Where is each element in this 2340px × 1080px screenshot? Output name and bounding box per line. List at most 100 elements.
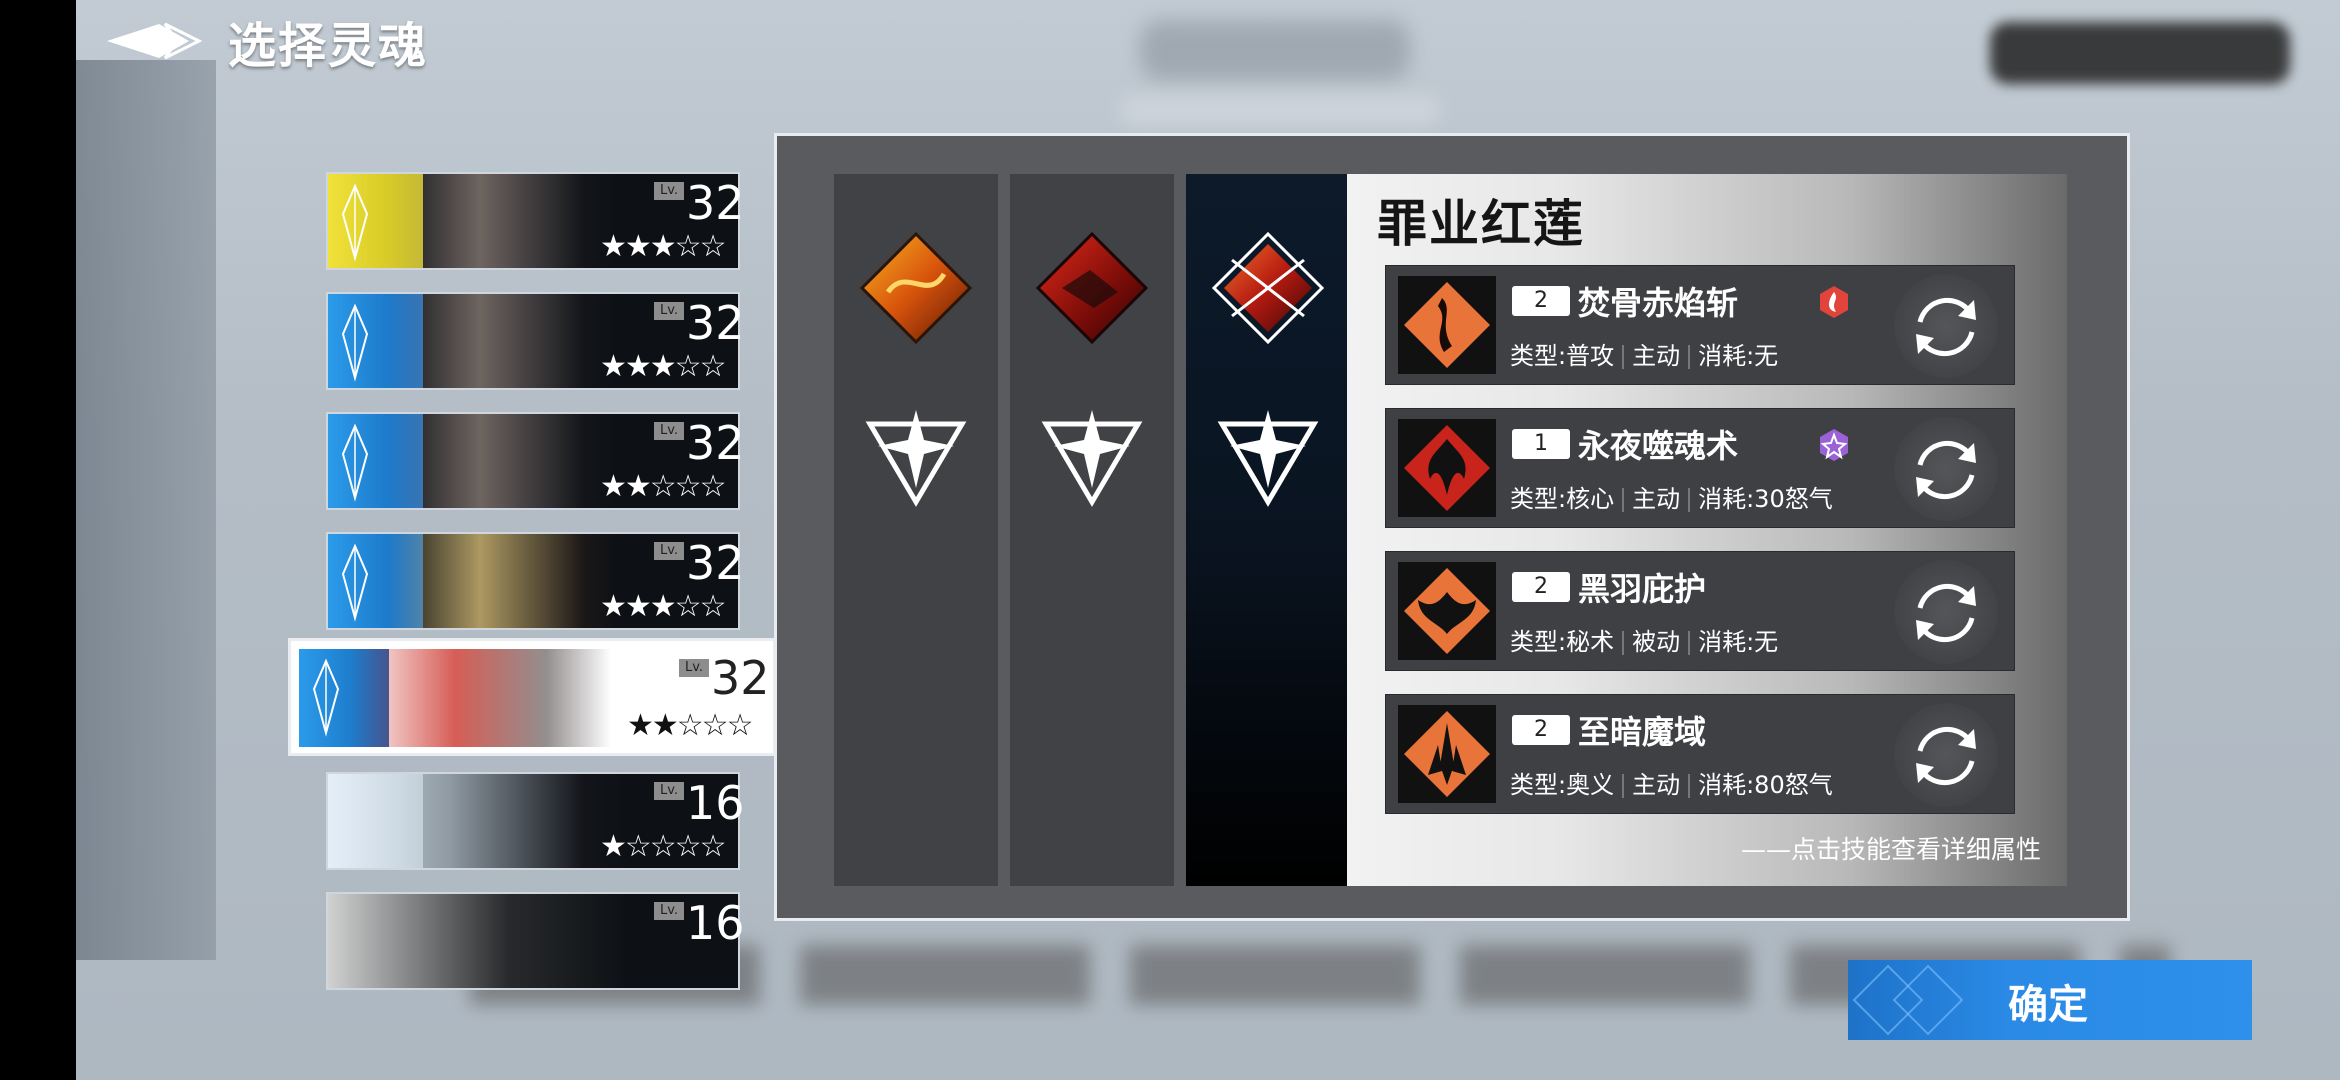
skill-meta: 类型:秘术被动消耗:无 — [1510, 622, 1778, 657]
soul-card[interactable]: Lv. 32 ★★☆☆☆ — [326, 412, 745, 510]
skill-icon-frame — [1398, 276, 1496, 374]
level-value: 32 — [686, 416, 745, 470]
soul-slot[interactable] — [834, 174, 998, 886]
skill-meta: 类型:奥义主动消耗:80怒气 — [1510, 765, 1833, 800]
soul-devour-icon — [1404, 425, 1490, 511]
skill-row[interactable]: 2 黑羽庇护 类型:秘术被动消耗:无 — [1385, 551, 2015, 671]
skill-icon-frame — [1398, 419, 1496, 517]
skill-row[interactable]: 1 永夜噬魂术 类型:核心主动消耗:30怒气 — [1385, 408, 2015, 528]
soul-card[interactable]: Lv. 32 ★★★☆☆ — [326, 172, 745, 270]
soul-portrait — [388, 414, 618, 508]
skill-level: 2 — [1512, 572, 1570, 602]
star-rating: ★★☆☆☆ — [600, 469, 726, 504]
skill-name: 焚骨赤焰斩 — [1578, 284, 1739, 322]
level-label: Lv. — [654, 422, 684, 440]
skill-row[interactable]: 2 焚骨赤焰斩 类型:普攻主动消耗:无 — [1385, 265, 2015, 385]
blurred-top-right-button — [1990, 22, 2290, 84]
confirm-button[interactable]: 确定 — [1848, 960, 2252, 1040]
soul-portrait — [328, 774, 628, 868]
refresh-icon — [1916, 583, 1976, 643]
soul-list[interactable]: Lv. 32 ★★★☆☆ Lv. 32 ★★★☆☆ Lv. 32 ★★☆☆☆ L… — [320, 168, 745, 990]
level-value: 32 — [686, 536, 745, 590]
flame-slash-icon — [1404, 282, 1490, 368]
star-rating: ★★★☆☆ — [600, 229, 726, 264]
divider — [1622, 345, 1625, 369]
divider — [1622, 631, 1625, 655]
crystal-icon — [341, 543, 369, 622]
level-label: Lv. — [654, 302, 684, 320]
skill-level: 2 — [1512, 715, 1570, 745]
skill-level: 2 — [1512, 286, 1570, 316]
back-arrow-icon — [107, 22, 203, 60]
dark-element-icon — [1820, 429, 1848, 461]
skill-type: 类型:秘术 — [1510, 628, 1615, 656]
level-label: Lv. — [654, 782, 684, 800]
level-value: 32 — [686, 296, 745, 350]
crystal-icon — [341, 423, 369, 502]
star-rating: ★★★☆☆ — [600, 589, 726, 624]
soul-card[interactable]: Lv. 16 ★☆☆☆☆ — [326, 772, 745, 870]
skill-mode: 被动 — [1632, 628, 1681, 656]
soul-card[interactable]: Lv. 32 ★★★☆☆ — [326, 292, 745, 390]
swap-skill-button[interactable] — [1894, 703, 1998, 807]
refresh-icon — [1916, 297, 1976, 357]
diamond-pattern-icon — [1852, 964, 1964, 1036]
level-value: 16 — [686, 776, 745, 830]
skill-icon-frame — [1398, 562, 1496, 660]
soul-card[interactable]: Lv. 16 — [326, 892, 745, 990]
crystal-icon — [341, 303, 369, 382]
soul-slot-active[interactable] — [1186, 174, 1350, 886]
star-rating: ★☆☆☆☆ — [600, 829, 726, 864]
skill-level: 1 — [1512, 429, 1570, 459]
level-value: 32 — [711, 651, 770, 705]
soul-portrait — [351, 649, 611, 747]
swap-skill-button[interactable] — [1894, 274, 1998, 378]
level-label: Lv. — [654, 542, 684, 560]
divider — [1688, 631, 1691, 655]
soul-skill-detail: 罪业红莲 2 焚骨赤焰斩 类型:普攻主动消耗:无 — [1347, 174, 2067, 886]
skill-hint: ——点击技能查看详细属性 — [1740, 835, 2041, 864]
level-value: 16 — [686, 896, 745, 950]
skill-mode: 主动 — [1632, 771, 1681, 799]
soul-slot[interactable] — [1010, 174, 1174, 886]
level-value: 32 — [686, 176, 745, 230]
blurred-subheader — [1120, 95, 1440, 125]
divider — [1622, 774, 1625, 798]
divider — [1688, 488, 1691, 512]
skill-name: 至暗魔域 — [1578, 713, 1707, 751]
skill-mode: 主动 — [1632, 342, 1681, 370]
crystal-icon — [341, 183, 369, 262]
divider — [1688, 774, 1691, 798]
level-label: Lv. — [654, 902, 684, 920]
star-emblem-icon — [1041, 410, 1143, 507]
left-letterbox — [0, 0, 76, 1080]
crystal-icon — [312, 658, 340, 737]
star-emblem-icon — [1217, 410, 1319, 507]
swap-skill-button[interactable] — [1894, 560, 1998, 664]
swap-skill-button[interactable] — [1894, 417, 1998, 521]
page-title: 选择灵魂 — [228, 18, 429, 74]
soul-card-selected[interactable]: Lv. 32 ★★☆☆☆ — [288, 638, 776, 756]
divider — [1622, 488, 1625, 512]
skill-mode: 主动 — [1632, 485, 1681, 513]
fire-element-icon — [1820, 286, 1848, 318]
soul-detail-panel: 罪业红莲 2 焚骨赤焰斩 类型:普攻主动消耗:无 — [774, 133, 2130, 921]
back-button[interactable] — [105, 18, 205, 64]
soul-portrait — [388, 174, 618, 268]
blurred-header-text — [1140, 20, 1410, 80]
level-label: Lv. — [679, 659, 709, 677]
skill-cost: 消耗:无 — [1698, 628, 1779, 656]
soul-portrait — [388, 294, 618, 388]
skill-type: 类型:普攻 — [1510, 342, 1615, 370]
level-label: Lv. — [654, 182, 684, 200]
star-rating: ★★★☆☆ — [600, 349, 726, 384]
skill-cost: 消耗:80怒气 — [1698, 771, 1833, 799]
crimson-lotus-gem-icon — [1211, 231, 1325, 345]
skill-meta: 类型:核心主动消耗:30怒气 — [1510, 479, 1833, 514]
star-emblem-icon — [865, 410, 967, 507]
soul-portrait — [328, 894, 628, 988]
fire-soul-gem-icon — [859, 231, 973, 345]
skill-cost: 消耗:无 — [1698, 342, 1779, 370]
soul-card[interactable]: Lv. 32 ★★★☆☆ — [326, 532, 745, 630]
skill-row[interactable]: 2 至暗魔域 类型:奥义主动消耗:80怒气 — [1385, 694, 2015, 814]
